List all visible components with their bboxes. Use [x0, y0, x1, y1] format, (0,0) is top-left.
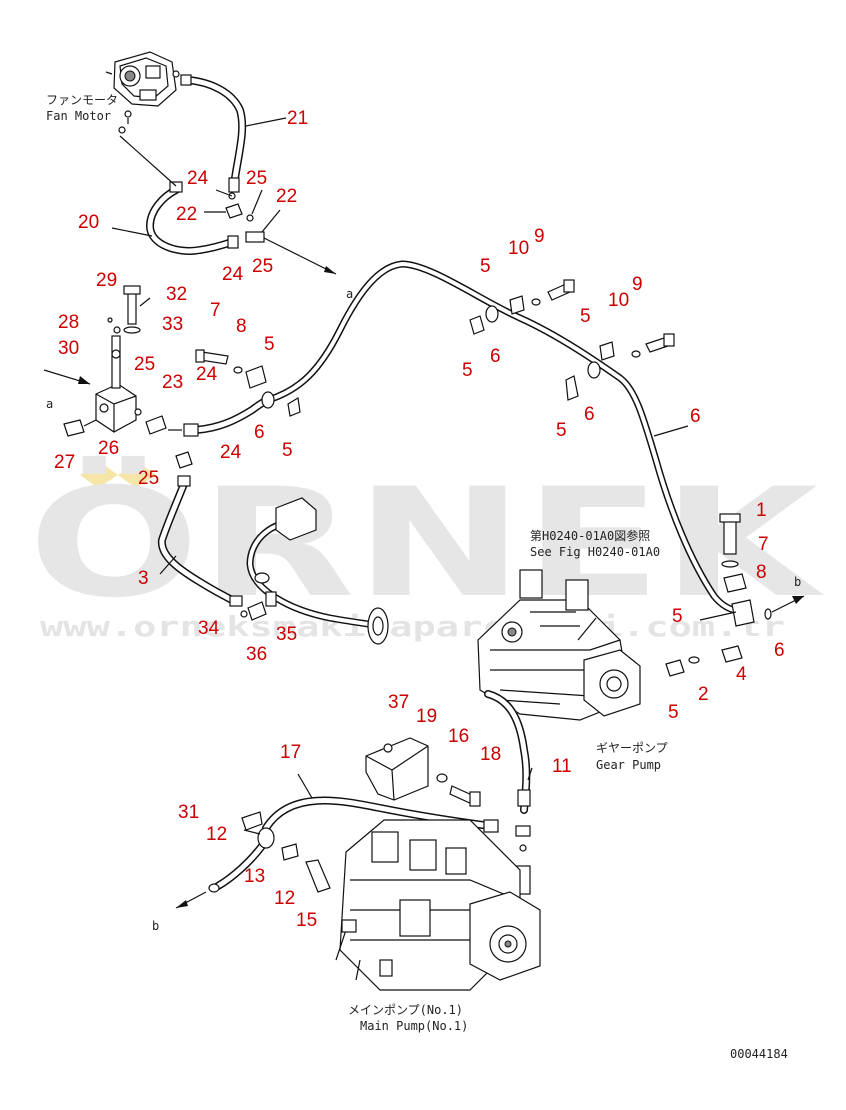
callout-5: 5 — [480, 256, 491, 277]
callout-22: 22 — [276, 186, 297, 207]
callout-7: 1 — [756, 500, 767, 521]
callout-2: 6 — [774, 640, 785, 661]
main-pump-drawing — [335, 819, 541, 991]
callout-3: 5 — [668, 702, 679, 723]
callout-22: 22 — [176, 204, 197, 225]
callout-16: 19 — [416, 706, 437, 727]
callout-21: 21 — [287, 108, 308, 129]
callout-12: 31 — [178, 802, 199, 823]
callout-12: 13 — [244, 866, 265, 887]
callout-26: 26 — [98, 438, 119, 459]
callout-23: 23 — [162, 372, 183, 393]
hose-20 — [119, 135, 239, 255]
bolts-9-10 — [531, 279, 675, 358]
gear-pump-label-en: Gear Pump — [596, 758, 661, 772]
connection-mark-b-bottom: b — [152, 919, 159, 933]
gear-pump-label-jp: ギヤーポンプ — [596, 741, 668, 755]
callout-5: 5 — [264, 334, 275, 355]
callout-25: 25 — [246, 168, 267, 189]
callout-20: 20 — [78, 212, 99, 233]
callout-30: 30 — [58, 338, 79, 359]
callout-28: 28 — [58, 312, 79, 333]
callout-7: 7 — [210, 300, 221, 321]
callout-5: 5 — [580, 306, 591, 327]
callout-9: 9 — [632, 274, 643, 295]
callout-11: 17 — [280, 742, 301, 763]
callout-8: 8 — [236, 316, 247, 337]
callout-17: 18 — [480, 744, 501, 765]
callout-19: 37 — [388, 692, 409, 713]
connection-mark-a-top: a — [346, 287, 353, 301]
callout-5: 5 — [556, 420, 567, 441]
callout-27: 27 — [54, 452, 75, 473]
callout-33: 33 — [162, 314, 183, 335]
callout-36: 34 — [198, 618, 220, 639]
callout-5: 5 — [282, 440, 293, 461]
callout-6: 6 — [254, 422, 265, 443]
callout-24: 24 — [196, 364, 218, 385]
connection-marks: a a b b — [46, 287, 801, 933]
main-pump-label-jp: メインポンプ(No.1) — [348, 1003, 463, 1017]
callout-25: 25 — [134, 354, 155, 375]
callout-9: 9 — [534, 226, 545, 247]
callout-32: 32 — [166, 284, 187, 305]
callout-10: 10 — [608, 290, 629, 311]
connection-mark-a-left: a — [46, 397, 53, 411]
see-fig-label-jp: 第H0240-01A0図参照 — [530, 528, 650, 543]
hose-31 — [484, 690, 531, 895]
callout-25: 25 — [252, 256, 273, 277]
callout-24: 24 — [187, 168, 209, 189]
callout-8: 7 — [758, 534, 769, 555]
fan-motor-label-en: Fan Motor — [46, 109, 111, 123]
connection-mark-b-right: b — [794, 575, 801, 589]
callout-35: 36 — [246, 644, 267, 665]
callout-37: 35 — [276, 624, 297, 645]
callout-15: 12 — [274, 888, 295, 909]
callout-24: 24 — [220, 442, 242, 463]
fan-motor-label-jp: ファンモータ — [46, 93, 118, 107]
callout-5: 4 — [736, 664, 747, 685]
drawing-number: 00044184 — [730, 1047, 788, 1061]
see-fig-label-en: See Fig H0240-01A0 — [530, 545, 660, 559]
leader-lines — [111, 117, 737, 835]
watermark-url: www.orneksmakinaparcalari.com.tr — [40, 610, 785, 643]
main-pump-label-en: Main Pump(No.1) — [360, 1019, 468, 1033]
callout-6: 5 — [672, 606, 683, 627]
callout-5: 8 — [756, 562, 767, 583]
callout-5: 5 — [462, 360, 473, 381]
bracket-16 — [365, 737, 481, 807]
gear-pump-drawing — [477, 569, 641, 721]
hose-21 — [180, 74, 247, 193]
pipe-1 — [261, 260, 746, 616]
callout-4: 2 — [698, 684, 709, 705]
callout-6: 6 — [584, 404, 595, 425]
callout-25: 25 — [138, 468, 159, 489]
callout-31: 11 — [552, 756, 572, 777]
hose-34 — [157, 451, 243, 607]
callout-29: 29 — [96, 270, 117, 291]
callout-numbers: 21 24 25 22 20 22 24 25 29 32 28 33 30 2… — [54, 108, 785, 931]
callout-18: 16 — [448, 726, 469, 747]
fan-motor-drawing — [105, 51, 180, 134]
callout-1: 6 — [690, 406, 701, 427]
callout-34: 3 — [138, 568, 149, 589]
callout-24: 24 — [222, 264, 244, 285]
callout-10: 10 — [508, 238, 529, 259]
callout-13: 12 — [206, 824, 227, 845]
callout-6: 6 — [490, 346, 501, 367]
pipe-37 — [240, 497, 389, 645]
clamp-set-right — [665, 513, 805, 677]
clamp-set-left — [195, 349, 301, 417]
callout-14: 15 — [296, 910, 317, 931]
valve-block-26 — [43, 285, 167, 437]
